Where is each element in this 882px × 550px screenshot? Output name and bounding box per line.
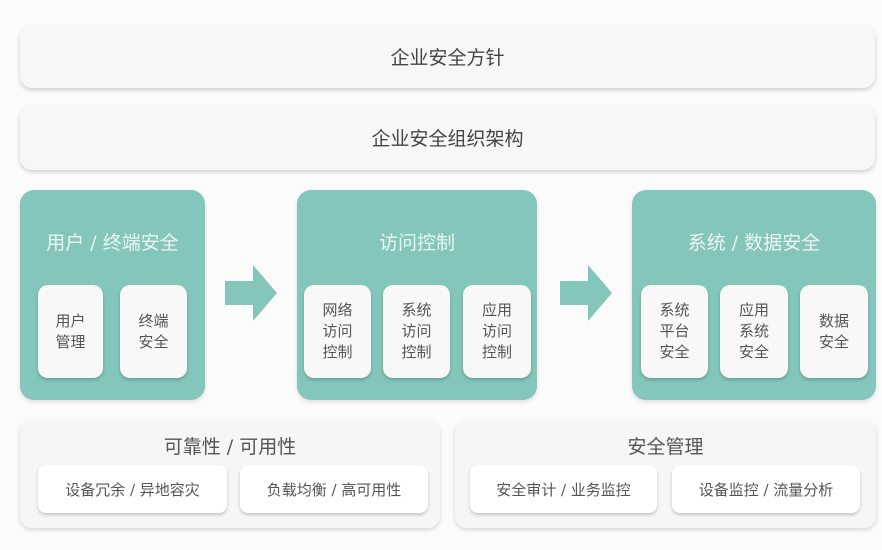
group-reliability: 可靠性 / 可用性 设备冗余 / 异地容灾 负载均衡 / 高可用性	[20, 420, 440, 528]
group-title: 可靠性 / 可用性	[163, 436, 297, 458]
card-data-security: 数据 安全	[800, 285, 868, 378]
module-title: 访问控制	[378, 232, 455, 254]
card-monitoring: 设备监控 / 流量分析	[672, 465, 860, 513]
org-label: 企业安全组织架构	[371, 128, 524, 150]
card-audit: 安全审计 / 业务监控	[470, 465, 657, 513]
card-platform-security: 系统 平台 安全	[641, 285, 708, 378]
group-title: 安全管理	[627, 436, 704, 458]
module-system-data: 系统 / 数据安全 系统 平台 安全 应用 系统 安全 数据 安全	[632, 190, 876, 400]
card-terminal-security: 终端 安全	[120, 285, 187, 378]
module-title: 系统 / 数据安全	[687, 232, 821, 254]
card-load-balance: 负载均衡 / 高可用性	[240, 465, 428, 513]
group-security-mgmt: 安全管理 安全审计 / 业务监控 设备监控 / 流量分析	[455, 420, 876, 528]
module-user-terminal: 用户 / 终端安全 用户 管理 终端 安全	[20, 190, 205, 400]
card-system-access: 系统 访问 控制	[383, 285, 450, 378]
arrow-right-icon	[560, 265, 612, 321]
card-network-access: 网络 访问 控制	[304, 285, 371, 378]
card-redundancy: 设备冗余 / 异地容灾	[38, 465, 227, 513]
arrow-right-icon	[225, 265, 277, 321]
org-bar: 企业安全组织架构	[20, 105, 875, 170]
card-app-access: 应用 访问 控制	[463, 285, 531, 378]
module-access-control: 访问控制 网络 访问 控制 系统 访问 控制 应用 访问 控制	[297, 190, 537, 400]
policy-label: 企业安全方针	[390, 47, 505, 69]
module-title: 用户 / 终端安全	[46, 232, 179, 254]
policy-bar: 企业安全方针	[20, 25, 875, 88]
card-user-mgmt: 用户 管理	[38, 285, 103, 378]
card-app-system-security: 应用 系统 安全	[720, 285, 788, 378]
